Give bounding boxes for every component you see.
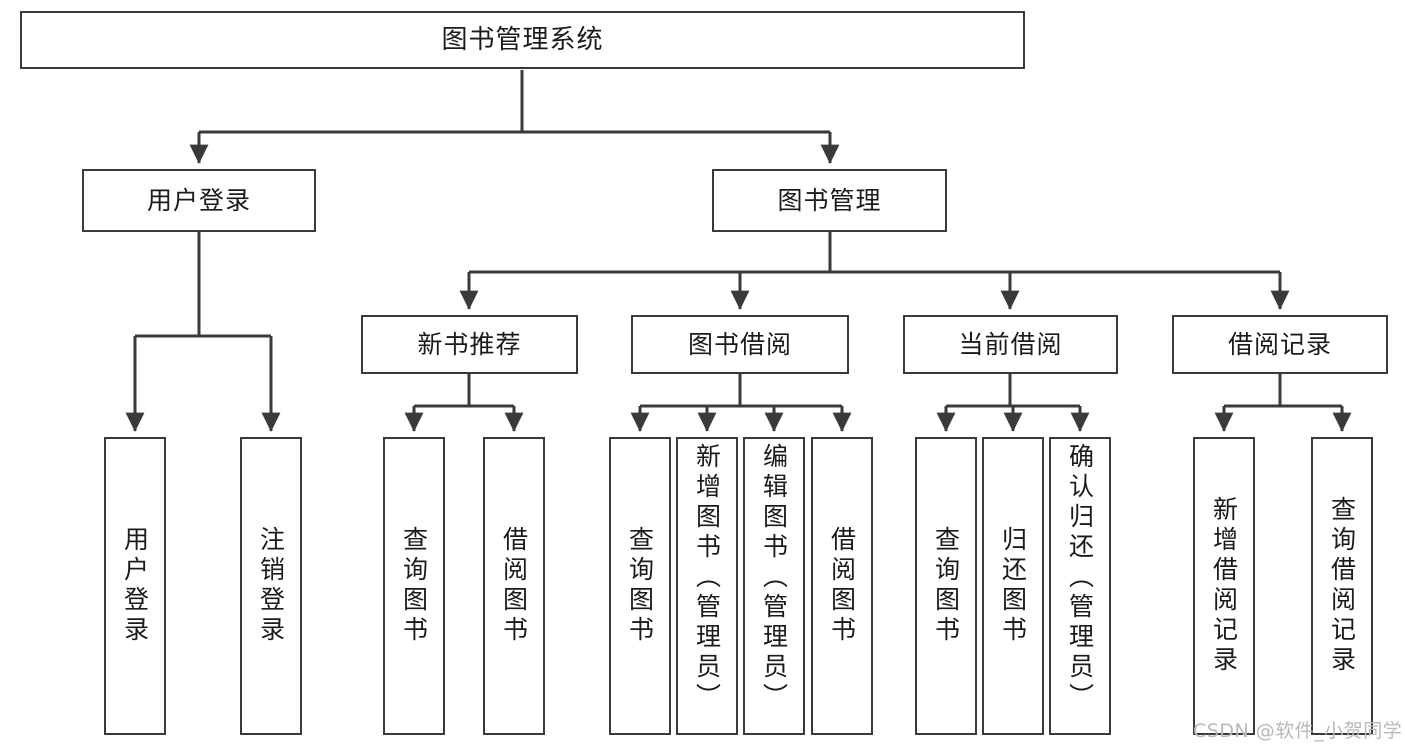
node-label: 图书借阅 (687, 329, 792, 359)
leaf-return-book[interactable]: 归还图书 (982, 437, 1044, 735)
leaf-add-borrow-record[interactable]: 新增借阅记录 (1193, 437, 1255, 735)
leaf-add-book-admin[interactable]: 新增图书（管理员） (676, 437, 738, 735)
node-user-login[interactable]: 用户登录 (82, 169, 316, 232)
node-label: 图书管理 (777, 185, 882, 215)
node-borrow-record[interactable]: 借阅记录 (1172, 315, 1388, 374)
node-label: 查询图书 (931, 526, 961, 646)
node-label: 查询借阅记录 (1327, 496, 1357, 676)
node-label: 当前借阅 (958, 329, 1063, 359)
node-current-borrow[interactable]: 当前借阅 (903, 315, 1118, 374)
node-root-book-management-system[interactable]: 图书管理系统 (20, 11, 1025, 69)
watermark: CSDN @软件_小贺同学 (1193, 720, 1403, 742)
node-label: 借阅记录 (1227, 329, 1332, 359)
node-label: 确认归还（管理员） (1065, 443, 1095, 713)
node-book-borrow[interactable]: 图书借阅 (631, 315, 849, 374)
leaf-query-book-current[interactable]: 查询图书 (915, 437, 977, 735)
node-label: 图书管理系统 (441, 24, 604, 55)
node-label: 用户登录 (120, 526, 150, 646)
leaf-query-book-borrow[interactable]: 查询图书 (609, 437, 671, 735)
node-label: 借阅图书 (827, 526, 857, 646)
leaf-borrow-book-recommend[interactable]: 借阅图书 (483, 437, 545, 735)
node-label: 查询图书 (399, 526, 429, 646)
leaf-logout[interactable]: 注销登录 (240, 437, 302, 735)
node-label: 借阅图书 (499, 526, 529, 646)
node-book-management[interactable]: 图书管理 (712, 169, 947, 232)
leaf-query-borrow-record[interactable]: 查询借阅记录 (1311, 437, 1373, 735)
node-new-book-recommend[interactable]: 新书推荐 (361, 315, 578, 374)
leaf-borrow-book[interactable]: 借阅图书 (811, 437, 873, 735)
node-label: 注销登录 (256, 526, 286, 646)
node-label: 查询图书 (625, 526, 655, 646)
leaf-user-login[interactable]: 用户登录 (104, 437, 166, 735)
leaf-query-book-recommend[interactable]: 查询图书 (383, 437, 445, 735)
leaf-confirm-return-admin[interactable]: 确认归还（管理员） (1049, 437, 1111, 735)
node-label: 归还图书 (998, 526, 1028, 646)
leaf-edit-book-admin[interactable]: 编辑图书（管理员） (743, 437, 805, 735)
node-label: 新书推荐 (417, 329, 522, 359)
node-label: 新增图书（管理员） (692, 443, 722, 713)
node-label: 用户登录 (146, 185, 251, 215)
node-label: 编辑图书（管理员） (759, 443, 789, 713)
node-label: 新增借阅记录 (1209, 496, 1239, 676)
